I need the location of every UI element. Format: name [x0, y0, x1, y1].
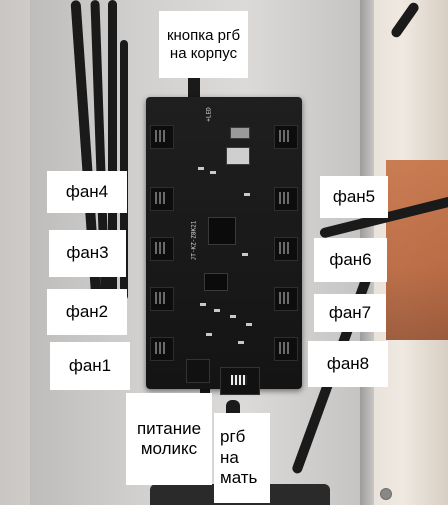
smd-component [210, 171, 216, 174]
rgb-led-chip [230, 127, 250, 139]
molex-power-label: питание моликс [126, 393, 212, 485]
smd-component [206, 333, 212, 336]
fan5-header [274, 187, 298, 211]
fan-hub-board: +LED JT-KZ-Z8K21 [146, 97, 302, 395]
cable-bundle-left-4 [120, 40, 128, 300]
rgb-led-chip-2 [226, 147, 250, 165]
silkscreen-model: JT-KZ-Z8K21 [190, 220, 198, 261]
fan7-header [274, 287, 298, 311]
rgb-mobo-pins [231, 375, 247, 385]
fan8-label: фан8 [308, 341, 388, 387]
fan4-header [150, 187, 174, 211]
aux-header-right-top [274, 125, 298, 149]
driver-chip [204, 273, 228, 291]
fan8-header [274, 337, 298, 361]
rgb-button-label-line1: кнопка ргб [166, 26, 241, 44]
fan6-header [274, 237, 298, 261]
fan5-label: фан5 [320, 176, 388, 218]
rgb-button-label: кнопка ргб на корпус [159, 11, 248, 78]
smd-component [214, 309, 220, 312]
cable-bundle-left-3 [108, 0, 117, 300]
aux-header-left-top [150, 125, 174, 149]
fan2-header [150, 287, 174, 311]
silkscreen-led: +LED [205, 107, 213, 122]
fan7-label: фан7 [314, 294, 386, 332]
smd-component [244, 193, 250, 196]
smd-component [246, 323, 252, 326]
rgb-button-label-line2: на корпус [169, 44, 238, 62]
fan1-header [150, 337, 174, 361]
rgb-mobo-label: ргб на мать [214, 413, 270, 503]
controller-chip [208, 217, 236, 245]
fan3-label: фан3 [49, 230, 126, 277]
case-screw [380, 488, 392, 500]
rgb-mobo-label-line2: на [220, 447, 239, 467]
smd-component [242, 253, 248, 256]
rgb-mobo-label-line1: ргб [220, 427, 246, 447]
background-orange-object [386, 160, 448, 340]
fan1-label: фан1 [50, 342, 130, 390]
fan4-label: фан4 [47, 171, 127, 213]
fan3-header [150, 237, 174, 261]
smd-component [198, 167, 204, 170]
fan2-label: фан2 [47, 289, 127, 335]
molex-power-label-line1: питание [136, 418, 202, 438]
fan6-label: фан6 [314, 238, 387, 282]
molex-plug [186, 359, 210, 383]
molex-power-label-line2: моликс [140, 439, 198, 458]
smd-component [230, 315, 236, 318]
rgb-mobo-label-line3: мать [220, 468, 258, 488]
smd-component [238, 341, 244, 344]
smd-component [200, 303, 206, 306]
